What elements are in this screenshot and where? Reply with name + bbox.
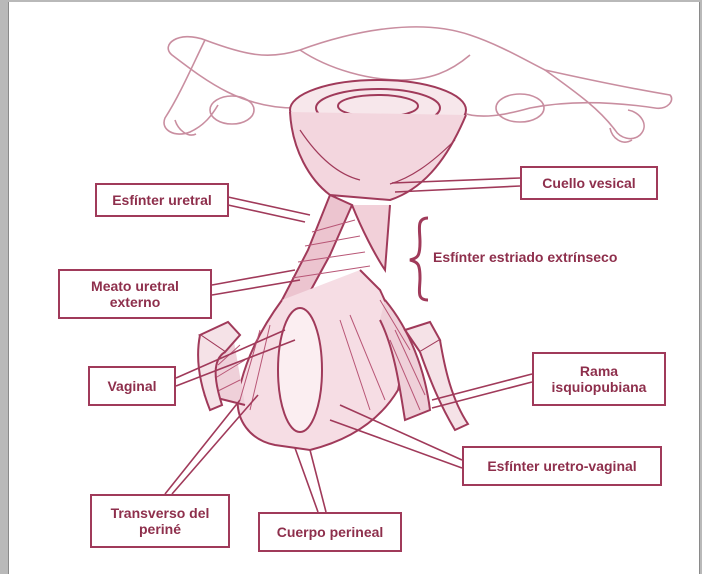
label-cuerpo-perineal: Cuerpo perineal [258, 512, 402, 552]
sphincter-muscles [205, 195, 430, 450]
label-vaginal: Vaginal [88, 366, 176, 406]
label-transverso-perine: Transverso del periné [90, 494, 230, 548]
label-esfinter-estriado: Esfínter estriado extrínseco [433, 249, 617, 265]
label-esfinter-uretral: Esfínter uretral [95, 183, 229, 217]
label-rama-isquiopubiana: Rama isquiopubiana [532, 352, 666, 406]
label-esfinter-uretro-vaginal: Esfínter uretro-vaginal [462, 446, 662, 486]
sphincter-brace [410, 218, 428, 300]
label-meato-uretral: Meato uretral externo [58, 269, 212, 319]
label-cuello-vesical: Cuello vesical [520, 166, 658, 200]
bladder [290, 80, 466, 200]
